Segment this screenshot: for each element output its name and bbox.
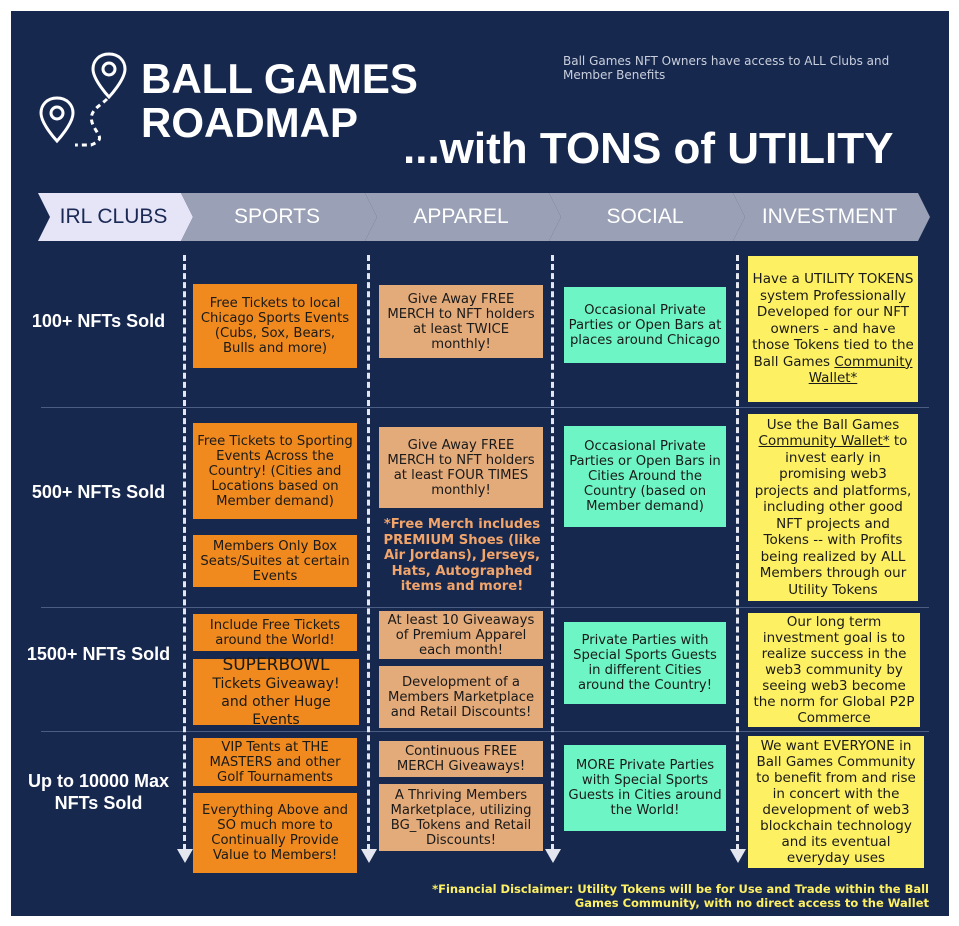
map-pin-icon: [39, 96, 75, 144]
row-label-10000: Up to 10000 Max NFTs Sold: [27, 771, 170, 813]
apparel-card: Continuous FREE MERCH Giveaways!: [379, 741, 543, 777]
investment-card: Our long term investment goal is to real…: [748, 613, 920, 727]
row-divider: [41, 731, 929, 732]
column-irl-clubs: IRL CLUBS: [59, 205, 168, 228]
arrow-down-icon: [177, 849, 193, 863]
timeline-dashed-line: [736, 255, 739, 850]
apparel-card: Development of a Members Marketplace and…: [379, 666, 543, 728]
timeline-dashed-line: [551, 255, 554, 850]
column-investment: INVESTMENT: [761, 205, 898, 228]
column-chevrons: [38, 193, 930, 241]
page-title: BALL GAMES ROADMAP: [141, 55, 418, 146]
column-sports: SPORTS: [234, 205, 320, 228]
chevron-social: [549, 193, 745, 241]
social-card: Private Parties with Special Sports Gues…: [564, 622, 726, 704]
row-label-100: 100+ NFTs Sold: [31, 311, 166, 331]
sports-card: Free Tickets to Sporting Events Across t…: [193, 423, 357, 519]
chevron-apparel: [365, 193, 561, 241]
apparel-card: A Thriving Members Marketplace, utilizin…: [379, 784, 543, 851]
timeline-dashed-line: [183, 255, 186, 850]
sports-card: SUPERBOWL Tickets Giveaway! and other Hu…: [193, 655, 359, 728]
sports-card: Free Tickets to local Chicago Sports Eve…: [193, 284, 357, 368]
social-card: MORE Private Parties with Special Sports…: [564, 745, 726, 831]
social-card: Occasional Private Parties or Open Bars …: [564, 287, 726, 363]
financial-disclaimer: *Financial Disclaimer: Utility Tokens wi…: [432, 882, 929, 910]
sports-card: Everything Above and SO much more to Con…: [193, 793, 357, 873]
column-apparel: APPAREL: [413, 205, 509, 228]
chevron-irl-clubs: [38, 193, 193, 241]
route-path-icon: [75, 97, 109, 147]
row-label-1500: 1500+ NFTs Sold: [26, 644, 171, 664]
investment-card: Use the Ball Games Community Wallet* to …: [748, 414, 918, 601]
apparel-note: *Free Merch includes PREMIUM Shoes (like…: [383, 517, 541, 594]
row-divider: [41, 607, 929, 608]
apparel-card: At least 10 Giveaways of Premium Apparel…: [379, 611, 543, 659]
sports-card: Include Free Tickets around the World!: [193, 614, 357, 651]
investment-card: Have a UTILITY TOKENS system Professiona…: [748, 256, 918, 402]
arrow-down-icon: [730, 849, 746, 863]
roadmap-poster: BALL GAMES ROADMAP Ball Games NFT Owners…: [11, 11, 949, 916]
chevron-sports: [181, 193, 377, 241]
row-label-500: 500+ NFTs Sold: [31, 482, 166, 502]
timeline-dashed-line: [367, 255, 370, 850]
arrow-down-icon: [361, 849, 377, 863]
map-pin-icon: [91, 52, 127, 100]
apparel-card: Give Away FREE MERCH to NFT holders at l…: [379, 285, 543, 358]
sports-card: VIP Tents at THE MASTERS and other Golf …: [193, 738, 357, 786]
arrow-down-icon: [545, 849, 561, 863]
page-subtitle: ...with TONS of UTILITY: [403, 124, 894, 173]
header-note: Ball Games NFT Owners have access to ALL…: [563, 54, 890, 82]
social-card: Occasional Private Parties or Open Bars …: [564, 426, 726, 527]
row-divider: [41, 407, 929, 408]
investment-card: We want EVERYONE in Ball Games Community…: [748, 736, 924, 868]
apparel-card: Give Away FREE MERCH to NFT holders at l…: [379, 427, 543, 508]
sports-card: Members Only Box Seats/Suites at certain…: [193, 535, 357, 587]
chevron-investment: [733, 193, 930, 241]
column-social: SOCIAL: [606, 205, 684, 228]
